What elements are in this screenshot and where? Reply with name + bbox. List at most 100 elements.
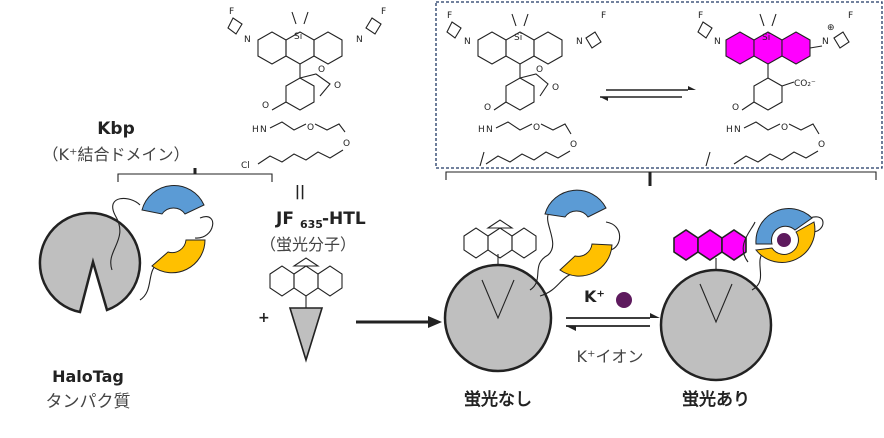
cartoon-hex-1	[269, 265, 295, 297]
kbp-subtitle: （K⁺結合ドメイン）	[43, 145, 190, 164]
atom-n-amide: N	[260, 125, 267, 135]
open-o-peg-2: O	[818, 140, 825, 150]
open-phenyl	[753, 77, 783, 111]
open-chain-end	[705, 151, 711, 167]
atom-o-peg-2: O	[343, 139, 350, 149]
kbp-blue-half	[141, 185, 205, 215]
closed-o-amide: O	[484, 103, 491, 113]
state-no-fluorescence: 蛍光なし	[443, 189, 621, 410]
closed-f-left: F	[447, 11, 452, 21]
closed-n-right: N	[576, 37, 583, 47]
jf-label-suffix: -HTL	[322, 209, 366, 229]
open-methyl-2	[771, 13, 777, 27]
binding-pocket-2	[699, 283, 733, 324]
closed-peg-1	[495, 121, 533, 131]
halotag-protein-left: HaloTag タンパク質	[38, 185, 214, 412]
closed-o-1: O	[536, 65, 543, 75]
linker-state1-3	[605, 221, 621, 251]
closed-azetidine-left	[446, 21, 462, 39]
open-carboxylate-bond	[781, 81, 795, 87]
closed-h: H	[478, 125, 485, 135]
azetidine-left	[227, 17, 243, 35]
state1-yellow-half	[559, 243, 613, 277]
dye-hex-2a	[673, 229, 699, 261]
amide-bond	[271, 101, 287, 111]
bound-k-ion	[775, 231, 793, 249]
closed-ring-3	[533, 31, 563, 65]
azetidine-right	[365, 17, 382, 35]
closed-o-peg-1: O	[533, 123, 540, 133]
atom-o-peg-1: O	[307, 123, 314, 133]
open-charge: ⊕	[827, 23, 835, 33]
equilibrium-box: F N Si N F O O O H N O O	[435, 1, 883, 169]
closed-alkyl	[485, 150, 571, 165]
linker-left-3	[194, 216, 214, 239]
open-amide	[741, 101, 755, 111]
dye-hex-2b	[697, 229, 723, 261]
atom-cl: Cl	[241, 161, 250, 171]
label-no-fluorescence: 蛍光なし	[464, 389, 532, 410]
open-o-amide: O	[732, 103, 739, 113]
cartoon-hex-top	[292, 257, 320, 267]
peg-chain-1	[269, 121, 307, 131]
closed-si: Si	[514, 33, 522, 43]
kbp-yellow-half	[151, 239, 206, 274]
state2-blue-half	[755, 208, 813, 245]
k-ion-dot	[616, 292, 632, 308]
kbp-title: Kbp	[97, 119, 135, 139]
dye-hex-1c	[511, 227, 537, 259]
peg-chain-2	[314, 123, 346, 133]
closed-chain-end	[479, 151, 485, 167]
open-o-peg-1: O	[781, 123, 788, 133]
phenyl-ring	[285, 77, 315, 111]
alkyl-chain	[257, 149, 344, 165]
atom-si: Si	[294, 32, 302, 42]
state2-yellow-half	[755, 221, 816, 263]
kbp-bracket	[117, 173, 273, 182]
closed-methyl-2	[523, 13, 529, 27]
closed-methyl-1	[511, 13, 517, 27]
methyl-1	[291, 11, 297, 25]
cartoon-hex-3	[317, 265, 343, 297]
dye-hex-2c	[721, 229, 747, 261]
jf-label-main: JF	[275, 209, 294, 229]
closed-n-left: N	[464, 37, 471, 47]
label-fluorescence: 蛍光あり	[682, 389, 750, 410]
open-peg-2	[788, 123, 820, 135]
open-alkyl	[733, 150, 819, 165]
closed-f-right: F	[601, 11, 606, 21]
open-azetidine-left	[697, 21, 713, 39]
atom-f-left: F	[229, 7, 234, 17]
ring-left	[257, 31, 287, 65]
open-carboxylate: CO₂⁻	[794, 79, 816, 89]
methyl-2	[303, 11, 309, 25]
open-form-structure: F N Si N ⊕ F CO₂⁻ O H N O O	[697, 11, 853, 167]
closed-o-2: O	[552, 83, 559, 93]
equals-mark: ||	[295, 184, 305, 200]
closed-form-structure: F N Si N F O O O H N O O	[446, 11, 606, 167]
open-peg-1	[743, 121, 781, 131]
linker-state2-2	[742, 221, 756, 263]
binding-pocket-1	[481, 279, 515, 320]
atom-o-carbonyl: O	[334, 81, 341, 91]
dye-hex-1b	[487, 227, 513, 259]
state1-blue-half	[544, 189, 607, 218]
atom-o-amide: O	[262, 101, 269, 111]
dye-hex-1a	[463, 227, 489, 259]
closed-azetidine-right	[585, 31, 602, 49]
halotag-title: HaloTag	[52, 367, 124, 386]
open-iminium-bond	[809, 45, 823, 49]
cartoon-hex-2	[293, 265, 319, 297]
lactone-ring	[299, 73, 331, 97]
open-n-amide: N	[734, 125, 741, 135]
k-plus-label: K⁺	[584, 287, 605, 306]
atom-n-right: N	[356, 35, 363, 45]
k-ion-label: K⁺イオン	[577, 347, 644, 366]
open-azetidine-right	[833, 31, 850, 49]
atom-o-lactone: O	[318, 65, 325, 75]
linker-state1-1	[529, 214, 554, 291]
open-h: H	[726, 125, 733, 135]
jf635-structure: F N F N Si O O O H N O O Cl || JF 635 -H…	[227, 7, 386, 363]
closed-o-peg-2: O	[570, 140, 577, 150]
